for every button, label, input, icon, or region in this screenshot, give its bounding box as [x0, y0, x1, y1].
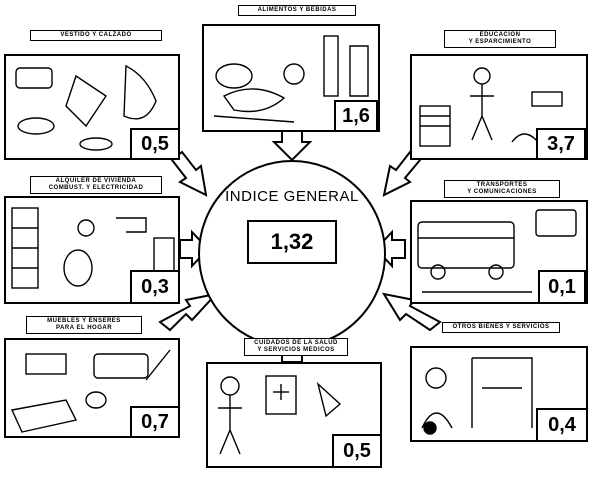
card-muebles: 0,7 [4, 338, 180, 438]
other-goods-illustration [421, 357, 533, 435]
card-vivienda: 0,3 [4, 196, 180, 304]
card-alimentos: 1,6 [202, 24, 380, 132]
transport-illustration [417, 209, 577, 293]
label-transportes: TRANSPORTES Y COMUNICACIONES [444, 180, 560, 198]
label-muebles: MUEBLES Y ENSERES PARA EL HOGAR [26, 316, 142, 334]
arrow-bottom-right [381, 292, 442, 332]
card-vestido: 0,5 [4, 54, 180, 160]
value-vestido: 0,5 [130, 128, 180, 160]
clothing-illustration [15, 64, 157, 151]
label-vivienda: ALQUILER DE VIVIENDA COMBUST. Y ELECTRIC… [30, 176, 162, 194]
arrow-top-right [382, 150, 422, 197]
food-illustration [213, 35, 369, 123]
value-alimentos: 1,6 [334, 100, 378, 132]
education-illustration [419, 67, 563, 147]
arrow-top-left [170, 150, 208, 197]
label-otros: OTROS BIENES Y SERVICIOS [442, 322, 560, 333]
center-title: INDICE GENERAL [225, 188, 359, 205]
label-educacion: EDUCACION Y ESPARCIMIENTO [444, 30, 556, 48]
value-muebles: 0,7 [130, 406, 180, 438]
label-salud: CUIDADOS DE LA SALUD Y SERVICIOS MEDICOS [244, 338, 348, 356]
center-value: 1,32 [247, 220, 337, 264]
card-transportes: 0,1 [410, 200, 588, 304]
value-vivienda: 0,3 [130, 270, 180, 304]
label-alimentos: ALIMENTOS Y BEBIDAS [238, 5, 356, 16]
value-otros: 0,4 [536, 408, 588, 442]
arrow-bottom-left [158, 292, 219, 332]
value-educacion: 3,7 [536, 128, 586, 160]
value-salud: 0,5 [332, 434, 382, 468]
health-illustration [218, 375, 342, 455]
card-salud: 0,5 [206, 362, 382, 468]
card-otros: 0,4 [410, 346, 588, 442]
center-circle: INDICE GENERAL 1,32 [198, 160, 386, 348]
card-educacion: 3,7 [410, 54, 588, 160]
value-transportes: 0,1 [538, 270, 586, 304]
furniture-illustration [10, 349, 171, 433]
arrow-top [271, 127, 313, 162]
label-vestido: VESTIDO Y CALZADO [30, 30, 162, 41]
